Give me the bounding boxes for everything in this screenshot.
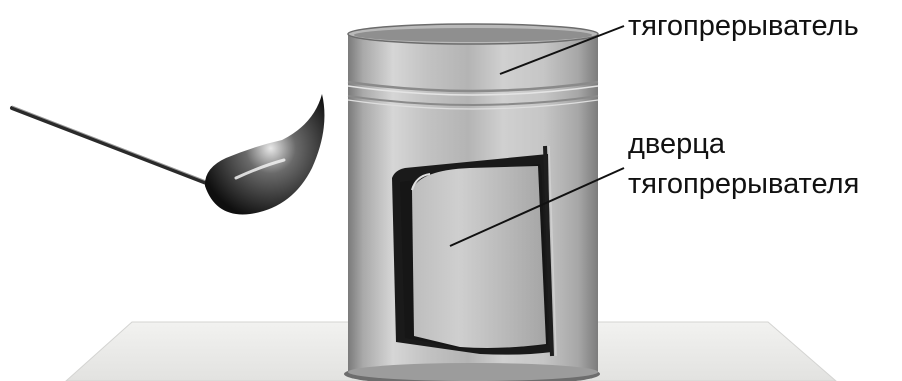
label-door-line-2: тягопрерывателя xyxy=(628,168,859,200)
draft-breaker-door xyxy=(392,146,556,356)
match-icon xyxy=(12,94,324,214)
label-draft-breaker: тягопрерыватель xyxy=(628,10,859,42)
label-door-line-1: дверца xyxy=(628,128,725,160)
